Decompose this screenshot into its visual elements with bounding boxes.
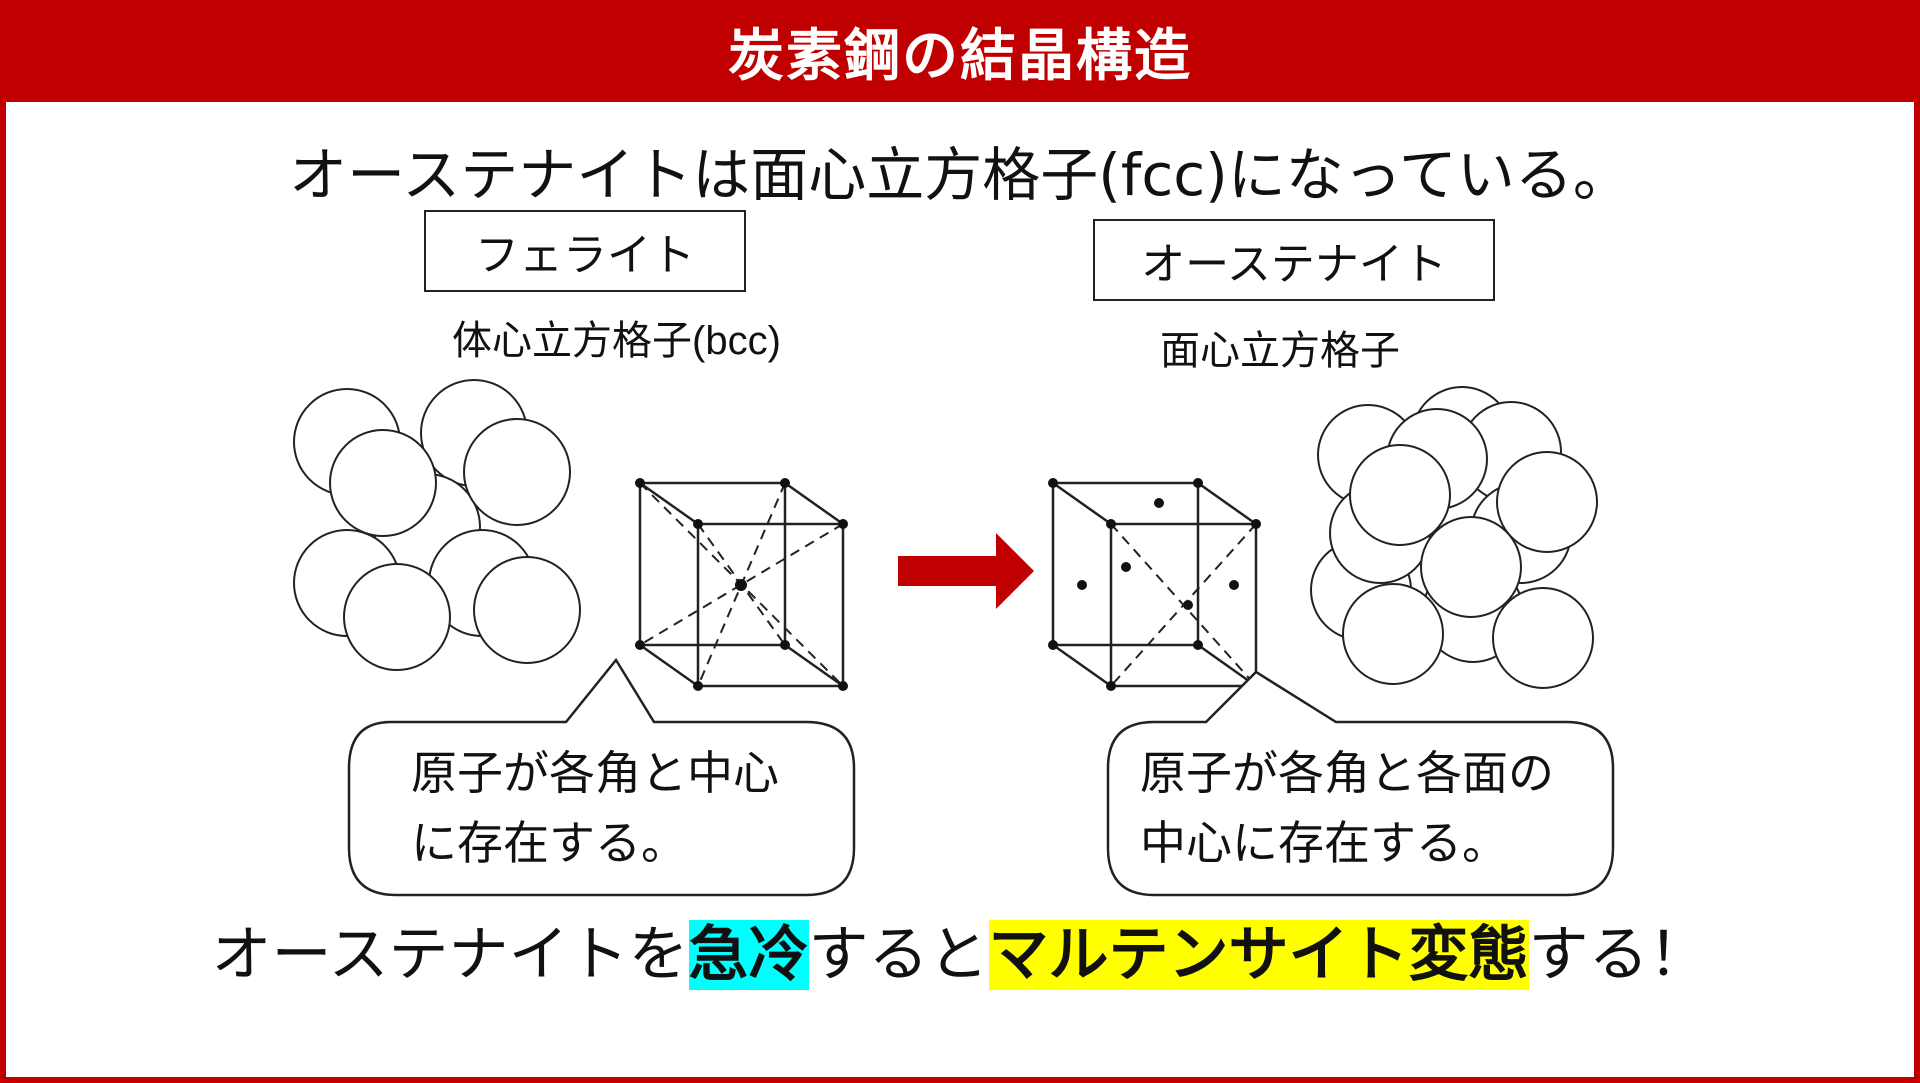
title-bar: 炭素鋼の結晶構造 [0,0,1920,102]
fcc-callout-line-1: 原子が各角と各面の [1140,746,1554,800]
bcc-caption-abbr: (bcc) [692,319,781,363]
ferrite-label: フェライト [424,210,746,292]
quench-highlight: 急冷 [688,920,809,990]
fcc-callout-line-2: 中心に存在する。 [1140,816,1508,870]
martensite-highlight: マルテンサイト変態 [988,920,1529,990]
bottom-statement: オーステナイトを急冷するとマルテンサイト変態する！ [6,915,1914,995]
crystal-diagram [293,379,1615,897]
austenite-label-text: オーステナイト [1141,239,1447,290]
bottom-text-2: すると [808,920,989,990]
fcc-sphere-cluster [1310,386,1598,689]
bcc-callout-line-1: 原子が各角と中心 [411,746,779,800]
slide-subtitle: オーステナイトは面心立方格子(fcc)になっている。 [289,141,1631,209]
fcc-callout-bubble [1106,670,1615,897]
bcc-callout-text: 原子が各角と中心 に存在する。 [411,738,779,878]
fcc-unit-cell [1048,478,1261,691]
austenite-label: オーステナイト [1093,219,1495,301]
bcc-caption: 体心立方格子(bcc) [452,308,781,366]
bottom-text-1: オーステナイトを [211,920,689,990]
fcc-callout-text: 原子が各角と各面の 中心に存在する。 [1140,738,1554,878]
slide-title: 炭素鋼の結晶構造 [728,23,1192,89]
bcc-caption-jp: 体心立方格子 [452,318,692,364]
ferrite-label-text: フェライト [475,230,695,281]
bcc-callout-line-2: に存在する。 [411,816,687,870]
fcc-caption-jp: 面心立方格子 [1160,328,1400,374]
bcc-callout-bubble [347,657,856,897]
bcc-sphere-cluster [293,379,581,671]
arrow-right-icon [898,533,1034,609]
bottom-text-3: する！ [1528,920,1709,990]
fcc-caption: 面心立方格子 [1160,318,1400,376]
bcc-unit-cell [635,478,848,691]
